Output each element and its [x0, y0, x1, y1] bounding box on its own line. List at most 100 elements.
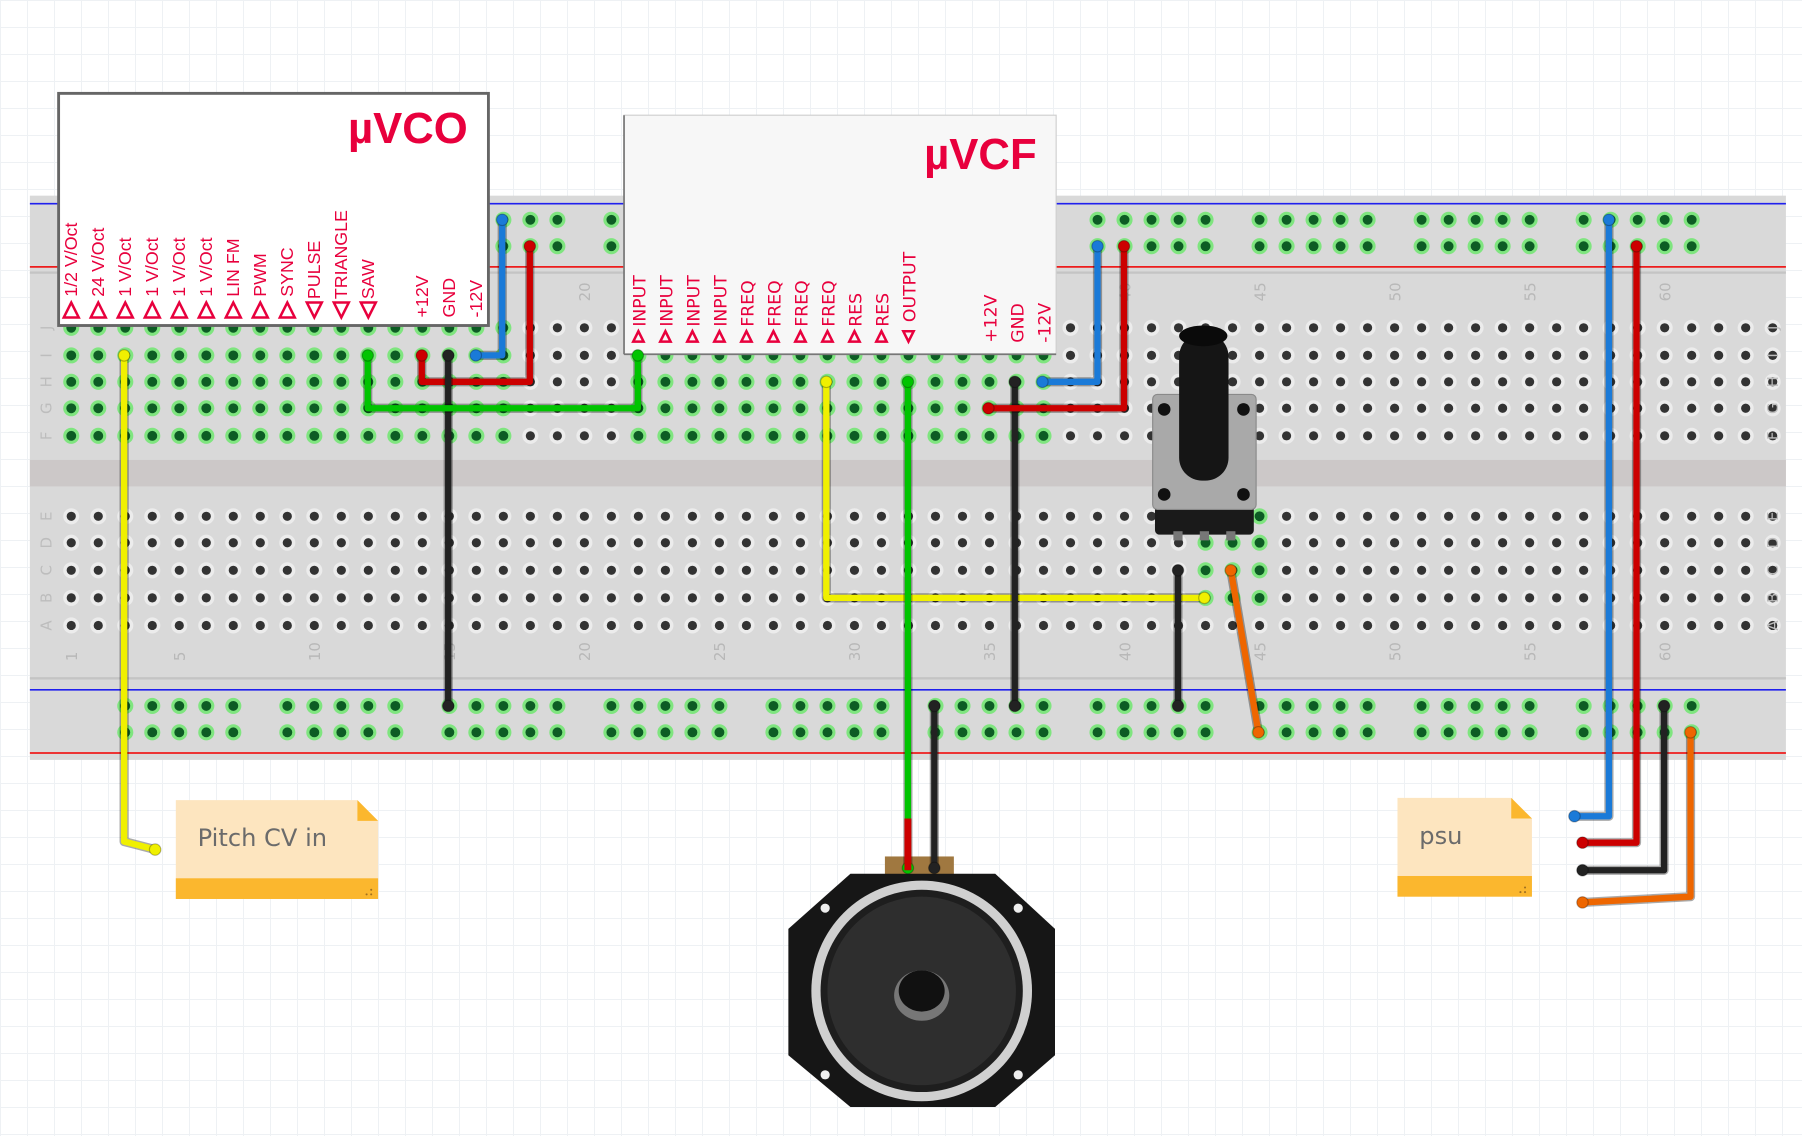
- breadboard-hole[interactable]: [849, 511, 860, 521]
- breadboard-hole[interactable]: [1227, 620, 1238, 631]
- breadboard-hole[interactable]: [606, 511, 616, 521]
- breadboard-hole[interactable]: [390, 565, 400, 575]
- breadboard-hole[interactable]: [282, 376, 293, 387]
- breadboard-hole[interactable]: [1362, 593, 1373, 603]
- breadboard-hole[interactable]: [1119, 565, 1130, 575]
- breadboard-hole[interactable]: [1389, 403, 1400, 413]
- breadboard-hole[interactable]: [1552, 593, 1562, 603]
- breadboard-hole[interactable]: [1687, 565, 1697, 575]
- breadboard-hole[interactable]: [1281, 323, 1292, 333]
- breadboard-hole[interactable]: [1741, 403, 1751, 413]
- breadboard-hole[interactable]: [795, 511, 806, 521]
- breadboard-hole[interactable]: [147, 538, 157, 548]
- breadboard-hole[interactable]: [930, 538, 941, 548]
- breadboard-hole[interactable]: [498, 700, 509, 711]
- breadboard-hole[interactable]: [1444, 431, 1454, 441]
- breadboard-hole[interactable]: [228, 403, 239, 414]
- breadboard-hole[interactable]: [1552, 511, 1562, 521]
- breadboard-hole[interactable]: [1119, 727, 1130, 738]
- breadboard-hole[interactable]: [1389, 431, 1400, 441]
- breadboard-hole[interactable]: [1417, 377, 1427, 387]
- breadboard-hole[interactable]: [1254, 241, 1265, 252]
- breadboard-hole[interactable]: [552, 323, 562, 333]
- breadboard-hole[interactable]: [1065, 511, 1076, 521]
- breadboard-hole[interactable]: [714, 511, 725, 521]
- breadboard-hole[interactable]: [741, 511, 752, 521]
- breadboard-hole[interactable]: [1389, 511, 1400, 521]
- breadboard-hole[interactable]: [1065, 620, 1076, 631]
- breadboard-hole[interactable]: [498, 430, 509, 441]
- breadboard-hole[interactable]: [1308, 511, 1319, 521]
- breadboard-hole[interactable]: [1579, 620, 1589, 631]
- breadboard-hole[interactable]: [1335, 241, 1346, 252]
- breadboard-hole[interactable]: [1444, 538, 1454, 548]
- breadboard-hole[interactable]: [606, 538, 616, 548]
- breadboard-hole[interactable]: [984, 700, 995, 711]
- breadboard-hole[interactable]: [1308, 377, 1319, 387]
- breadboard-hole[interactable]: [660, 376, 671, 387]
- breadboard-hole[interactable]: [606, 431, 616, 441]
- breadboard-hole[interactable]: [1471, 403, 1481, 413]
- breadboard-hole[interactable]: [93, 620, 103, 631]
- breadboard-hole[interactable]: [201, 511, 211, 521]
- breadboard-hole[interactable]: [1038, 700, 1049, 711]
- breadboard-hole[interactable]: [1038, 430, 1049, 441]
- breadboard-hole[interactable]: [1416, 214, 1427, 225]
- breadboard-hole[interactable]: [1308, 593, 1319, 603]
- breadboard-hole[interactable]: [768, 593, 779, 603]
- breadboard-hole[interactable]: [687, 727, 698, 738]
- breadboard-hole[interactable]: [1471, 377, 1481, 387]
- breadboard-hole[interactable]: [1768, 431, 1778, 441]
- breadboard-hole[interactable]: [255, 620, 265, 631]
- breadboard-hole[interactable]: [1578, 727, 1589, 738]
- breadboard-hole[interactable]: [66, 350, 77, 361]
- breadboard-hole[interactable]: [1579, 538, 1589, 548]
- breadboard-hole[interactable]: [1389, 538, 1400, 548]
- note-resize-handle-icon[interactable]: [370, 888, 373, 891]
- breadboard-hole[interactable]: [390, 700, 401, 711]
- breadboard-hole[interactable]: [1660, 403, 1670, 413]
- breadboard-hole[interactable]: [525, 538, 535, 548]
- breadboard-hole[interactable]: [1498, 538, 1508, 548]
- vcf-minus12v-wire[interactable]: [1039, 243, 1101, 385]
- breadboard-hole[interactable]: [1146, 727, 1157, 738]
- breadboard-hole[interactable]: [1444, 403, 1454, 413]
- breadboard-hole[interactable]: [282, 350, 293, 361]
- breadboard-hole[interactable]: [957, 430, 968, 441]
- breadboard-hole[interactable]: [1660, 538, 1670, 548]
- breadboard-hole[interactable]: [1687, 350, 1697, 360]
- breadboard-hole[interactable]: [390, 593, 400, 603]
- breadboard-hole[interactable]: [1444, 350, 1454, 360]
- breadboard-hole[interactable]: [1362, 214, 1373, 225]
- breadboard-hole[interactable]: [849, 538, 860, 548]
- breadboard-hole[interactable]: [1687, 511, 1697, 521]
- breadboard-hole[interactable]: [795, 620, 806, 631]
- breadboard-hole[interactable]: [255, 376, 266, 387]
- breadboard-hole[interactable]: [93, 376, 104, 387]
- breadboard-hole[interactable]: [471, 565, 481, 575]
- breadboard-hole[interactable]: [1687, 620, 1697, 631]
- breadboard-hole[interactable]: [633, 538, 643, 548]
- breadboard-hole[interactable]: [714, 620, 725, 631]
- breadboard-hole[interactable]: [471, 620, 481, 631]
- breadboard-hole[interactable]: [147, 430, 158, 441]
- breadboard-hole[interactable]: [363, 727, 374, 738]
- breadboard-hole[interactable]: [984, 430, 995, 441]
- breadboard-hole[interactable]: [66, 593, 76, 603]
- breadboard-hole[interactable]: [687, 565, 698, 575]
- breadboard-hole[interactable]: [1254, 403, 1265, 413]
- breadboard-hole[interactable]: [336, 538, 346, 548]
- breadboard-hole[interactable]: [1362, 431, 1373, 441]
- breadboard-hole[interactable]: [957, 511, 968, 521]
- breadboard-hole[interactable]: [1389, 593, 1400, 603]
- breadboard-hole[interactable]: [1471, 431, 1481, 441]
- breadboard-hole[interactable]: [228, 350, 239, 361]
- breadboard-hole[interactable]: [66, 376, 77, 387]
- breadboard-hole[interactable]: [768, 565, 779, 575]
- breadboard-hole[interactable]: [1308, 403, 1319, 413]
- breadboard-hole[interactable]: [1281, 700, 1292, 711]
- breadboard-hole[interactable]: [1200, 700, 1211, 711]
- note-resize-handle-icon[interactable]: [365, 893, 368, 896]
- breadboard-hole[interactable]: [957, 403, 968, 414]
- breadboard-hole[interactable]: [1146, 538, 1157, 548]
